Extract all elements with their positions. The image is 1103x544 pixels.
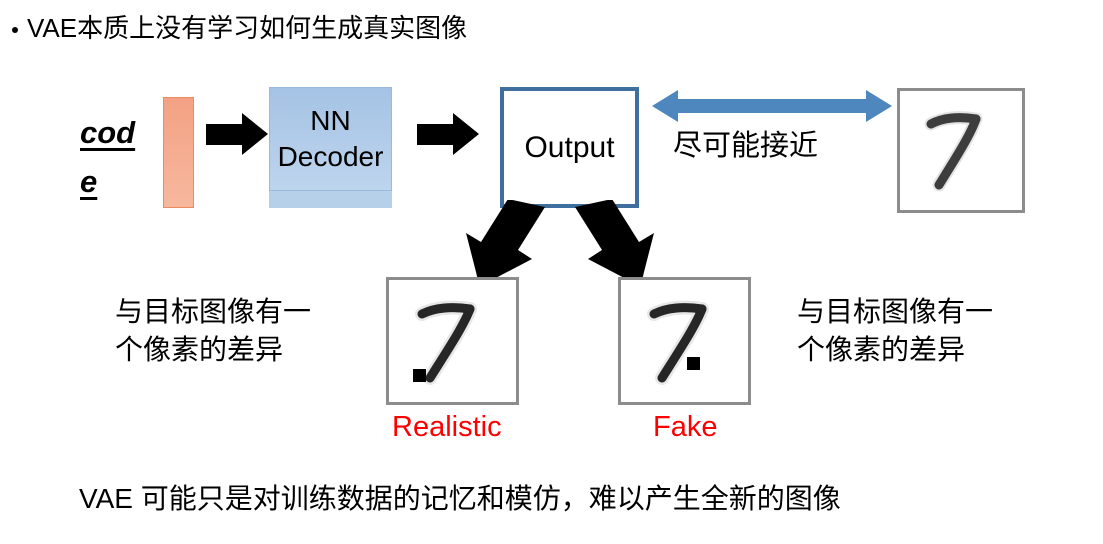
comparison-label: 尽可能接近 xyxy=(673,130,819,162)
output-box: Output xyxy=(500,87,639,208)
page-title: VAE本质上没有学习如何生成真实图像 xyxy=(27,13,468,43)
realistic-digit-image xyxy=(386,277,519,405)
right-annotation-line-1: 与目标图像有一 xyxy=(797,296,994,327)
nn-decoder-box: NN Decoder xyxy=(269,87,392,191)
right-arrow-icon xyxy=(417,113,479,155)
bullet-point-icon xyxy=(12,27,18,33)
code-label-line-1: cod xyxy=(80,115,136,150)
realistic-caption: Realistic xyxy=(392,411,502,443)
output-label: Output xyxy=(524,130,615,164)
down-left-arrow-icon xyxy=(466,200,545,285)
decoder-label-line-2: Decoder xyxy=(277,141,384,172)
right-arrow-icon xyxy=(206,113,268,155)
left-annotation-line-1: 与目标图像有一 xyxy=(115,296,312,327)
conclusion-caption: VAE 可能只是对训练数据的记忆和模仿，难以产生全新的图像 xyxy=(79,483,841,514)
right-annotation: 与目标图像有一 个像素的差异 xyxy=(797,293,993,369)
down-right-arrow-icon xyxy=(575,200,654,285)
code-label-line-2: e xyxy=(80,164,98,199)
fake-caption: Fake xyxy=(653,411,718,443)
latent-code-bar xyxy=(163,97,194,208)
target-digit-image xyxy=(897,88,1025,213)
double-headed-arrow-icon xyxy=(652,90,892,122)
left-annotation: 与目标图像有一 个像素的差异 xyxy=(115,293,311,369)
fake-digit-image xyxy=(618,277,751,405)
bullet-title-row: VAE本质上没有学习如何生成真实图像 xyxy=(12,12,467,44)
right-annotation-line-2: 个像素的差异 xyxy=(797,334,966,365)
code-label: cod e xyxy=(80,108,160,206)
left-annotation-line-2: 个像素的差异 xyxy=(115,334,284,365)
decoder-label-line-1: NN xyxy=(310,105,351,136)
